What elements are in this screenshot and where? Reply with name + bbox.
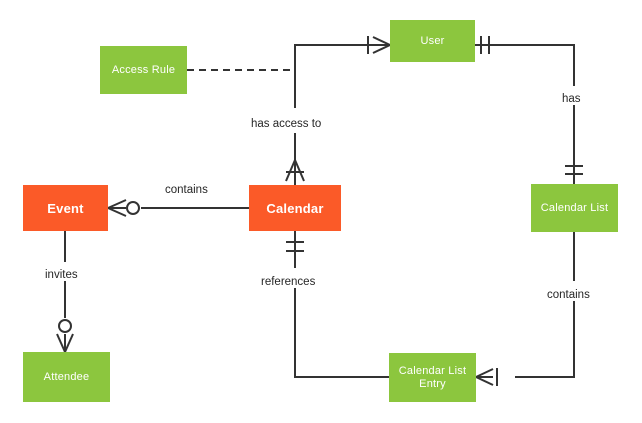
entity-label-attendee: Attendee (43, 370, 90, 383)
connector-has-access-to (294, 44, 390, 185)
cardinality-one-or-many-calendar-top (285, 159, 305, 182)
entity-label-calendar: Calendar (266, 200, 324, 216)
relationship-label-contains-calendar: contains (162, 184, 211, 196)
relationship-label-references: references (258, 276, 319, 288)
relationship-label-has-access-to: has access to (248, 118, 325, 130)
entity-calendar[interactable]: Calendar (249, 185, 341, 231)
entity-label-access-rule: Access Rule (111, 63, 176, 76)
cardinality-exactly-one-calendar-bottom (286, 231, 304, 260)
cardinality-one-or-many-user-left (367, 36, 391, 54)
relationship-label-invites: invites (42, 269, 81, 281)
connector-references (294, 231, 389, 378)
entity-label-event: Event (47, 200, 84, 216)
entity-label-user: User (420, 34, 445, 47)
relationship-label-has: has (559, 93, 584, 105)
entity-calendar-list[interactable]: Calendar List (531, 184, 618, 232)
entity-event[interactable]: Event (23, 185, 108, 231)
connector-contains-entry (515, 232, 575, 378)
entity-label-calendar-list: Calendar List (540, 201, 609, 214)
cardinality-zero-or-many-attendee-top (56, 319, 74, 353)
entity-access-rule[interactable]: Access Rule (100, 46, 187, 94)
relationship-label-contains-entry: contains (544, 289, 593, 301)
cardinality-exactly-one-calendarlist-top (565, 160, 583, 184)
cardinality-zero-or-many-event-right (107, 199, 140, 217)
cardinality-one-or-many-cle-right (475, 368, 498, 386)
entity-attendee[interactable]: Attendee (23, 352, 110, 402)
entity-label-calendar-list-entry-line1: Calendar List (398, 364, 467, 377)
entity-user[interactable]: User (390, 20, 475, 62)
cardinality-exactly-one-user-right (475, 36, 497, 54)
entity-calendar-list-entry[interactable]: Calendar List Entry (389, 353, 476, 402)
connector-has (497, 44, 575, 160)
entity-label-calendar-list-entry-line2: Entry (419, 377, 446, 390)
